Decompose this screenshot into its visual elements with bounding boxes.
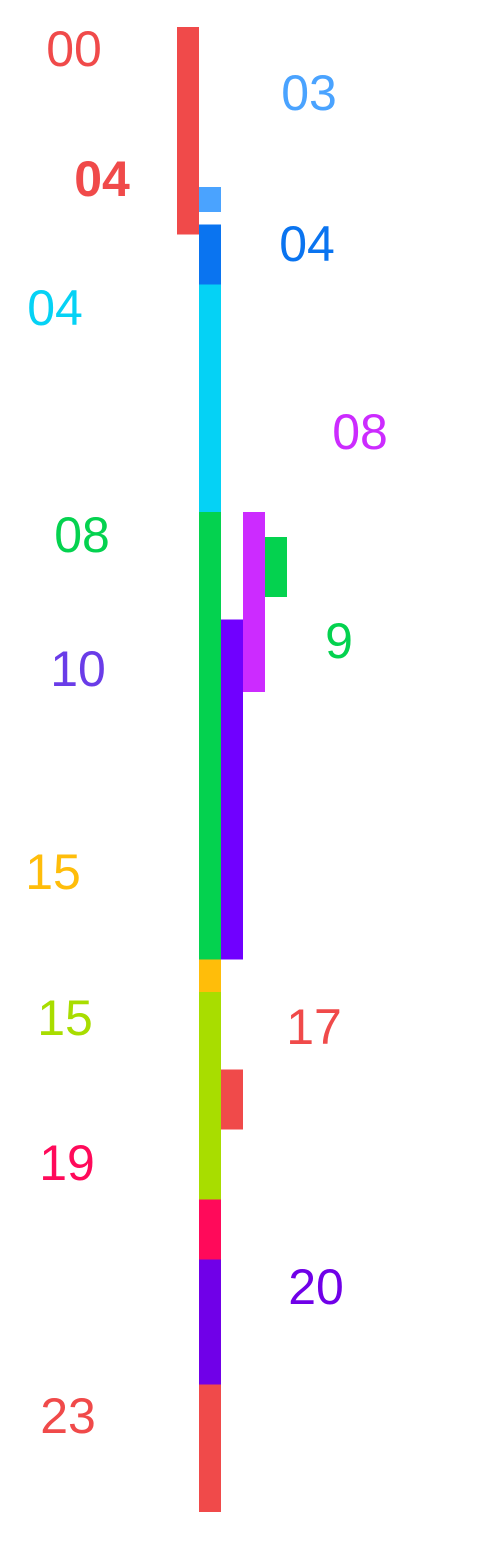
timeline-bar bbox=[199, 284, 221, 512]
timeline-labels: 00 03 04 04 04 08 08 9 10 15 15 17 19 20 23 bbox=[25, 21, 388, 1444]
timeline-label: 15 bbox=[37, 990, 93, 1046]
timeline-label: 04 bbox=[27, 280, 83, 336]
timeline-label: 17 bbox=[286, 999, 342, 1055]
timeline-bar bbox=[199, 224, 221, 285]
timeline-label: 20 bbox=[288, 1259, 344, 1315]
timeline-label: 08 bbox=[54, 507, 110, 563]
timeline-bar bbox=[221, 1069, 243, 1130]
timeline-bar bbox=[199, 1199, 221, 1260]
timeline-bar bbox=[199, 619, 221, 960]
timeline-label: 04 bbox=[279, 216, 335, 272]
timeline-bar bbox=[199, 1259, 221, 1385]
timeline-bar bbox=[199, 187, 221, 212]
timeline-label: 04 bbox=[74, 151, 130, 207]
timeline-bar bbox=[199, 959, 221, 992]
timeline-label: 19 bbox=[39, 1135, 95, 1191]
timeline-label: 10 bbox=[50, 641, 106, 697]
timeline-bar bbox=[199, 992, 221, 1200]
timeline-label: 15 bbox=[25, 844, 81, 900]
timeline-label: 03 bbox=[281, 65, 337, 121]
timeline-label: 08 bbox=[332, 404, 388, 460]
timeline-bars bbox=[177, 27, 287, 1512]
timeline-bar bbox=[265, 537, 287, 597]
timeline-label: 23 bbox=[40, 1388, 96, 1444]
timeline-bar bbox=[199, 1384, 221, 1512]
timeline-label: 00 bbox=[46, 21, 102, 77]
timeline-bar bbox=[177, 27, 199, 235]
timeline-bar bbox=[199, 512, 221, 620]
timeline-bar bbox=[243, 512, 265, 692]
timeline-label: 9 bbox=[325, 613, 353, 669]
timeline-bar bbox=[221, 619, 243, 960]
